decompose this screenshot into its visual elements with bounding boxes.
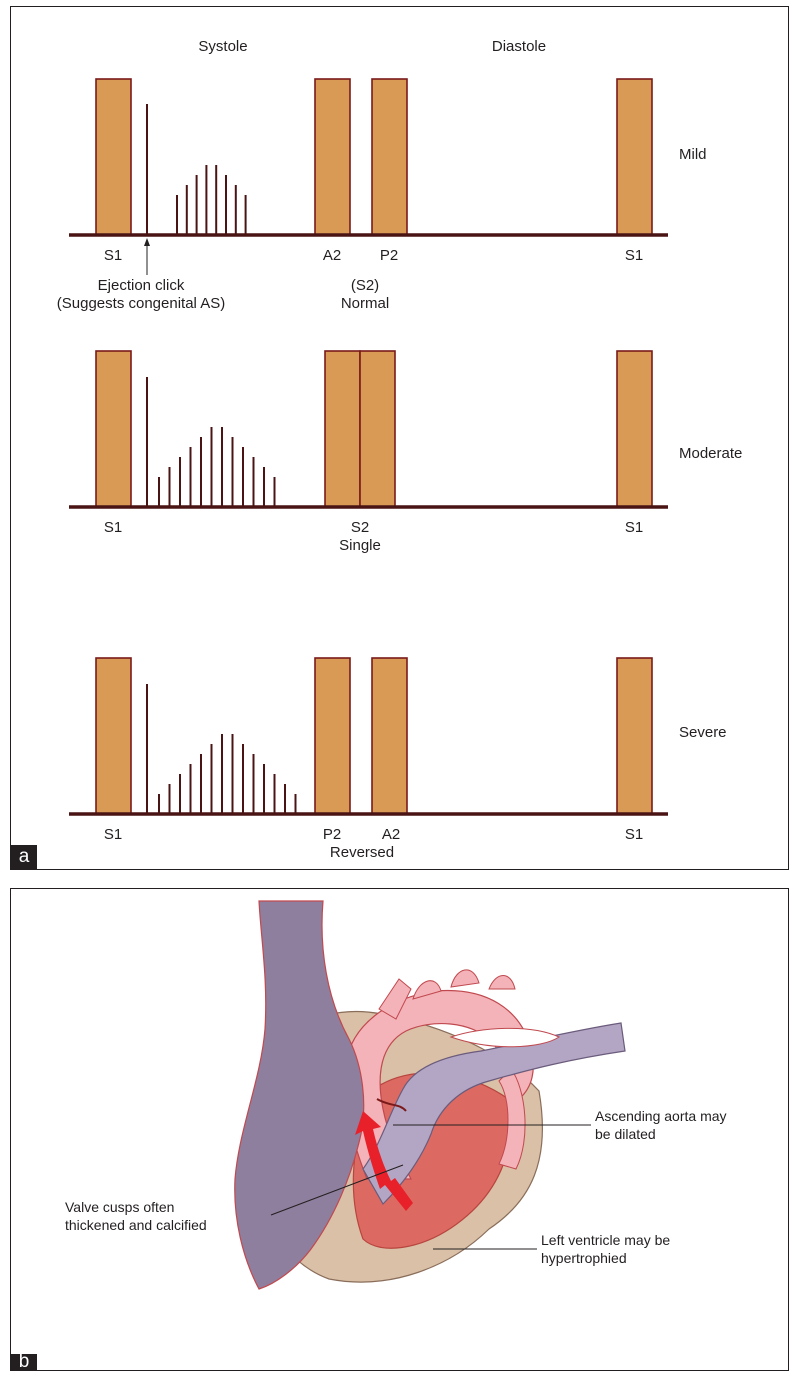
heart-anatomy-illustration: Ascending aorta may be dilated Left vent…: [65, 900, 727, 1290]
moderate-row: Moderate S1 S2 S1 Single: [69, 350, 742, 554]
a2-bar: [371, 657, 408, 815]
p2-label: P2: [380, 247, 398, 264]
mild-row: Mild S1 A2 P2 S1 Ejection click (Suggest…: [57, 78, 707, 312]
s1-label: S1: [625, 519, 643, 536]
ventricle-annotation-line2: hypertrophied: [541, 1250, 627, 1266]
s1-bar: [616, 350, 653, 508]
aorta-annotation-line2: be dilated: [595, 1126, 656, 1142]
a2-label: A2: [382, 826, 400, 843]
s2-note: Normal: [341, 295, 389, 312]
aorta-annotation: Ascending aorta may: [595, 1108, 727, 1124]
descending-aorta: [498, 1068, 526, 1170]
arch-branches: [378, 969, 516, 1020]
s1-label: S1: [104, 826, 122, 843]
p2-bar: [314, 657, 351, 815]
s1-bar: [95, 350, 132, 508]
ejection-click-arrowhead: [144, 238, 150, 246]
p2-label: P2: [323, 826, 341, 843]
valve-annotation-line2: thickened and calcified: [65, 1217, 207, 1233]
arch-inner-gap: [449, 1027, 561, 1048]
s2-note: Single: [339, 537, 381, 554]
valve-cusps: [376, 1098, 407, 1112]
ejection-click-note: (Suggests congenital AS): [57, 295, 225, 312]
diastole-label: Diastole: [492, 38, 546, 55]
panel-tag: a: [11, 845, 37, 869]
s1-bar: [616, 78, 653, 236]
s2-bar: [324, 350, 361, 508]
valve-leader-line: [270, 1164, 404, 1216]
heart-anatomy-panel: Ascending aorta may be dilated Left vent…: [10, 888, 789, 1371]
severe-row: Severe S1 P2 A2 S1 Reversed: [69, 657, 727, 861]
s1-bar: [616, 657, 653, 815]
severity-label: Moderate: [679, 445, 742, 462]
severity-label: Mild: [679, 146, 707, 163]
heart-sounds-diagram: Systole Diastole Mild S1 A2 P2 S1 Ejecti…: [57, 38, 743, 861]
systole-label: Systole: [198, 38, 247, 55]
a2-label: A2: [323, 247, 341, 264]
blood-flow-arrow: [355, 1111, 413, 1211]
s1-label: S1: [625, 247, 643, 264]
valve-annotation: Valve cusps often: [65, 1199, 174, 1215]
ejection-click-label: Ejection click: [98, 277, 185, 294]
s2-label: S2: [351, 519, 369, 536]
s1-bar: [95, 657, 132, 815]
s1-label: S1: [104, 519, 122, 536]
s2-note: Reversed: [330, 844, 394, 861]
s1-label: S1: [625, 826, 643, 843]
s2-label: (S2): [351, 277, 379, 294]
s1-bar: [95, 78, 132, 236]
a2-bar: [314, 78, 351, 236]
murmur-severe: [158, 734, 297, 814]
ventricle-annotation: Left ventricle may be: [541, 1232, 670, 1248]
aortic-arch: [344, 989, 534, 1180]
p2-bar: [371, 78, 408, 236]
pulmonary-trunk: [362, 1022, 626, 1205]
panel-tag: b: [11, 1352, 37, 1371]
s2-bar: [359, 350, 396, 508]
s1-label: S1: [104, 247, 122, 264]
heart-sounds-panel: Systole Diastole Mild S1 A2 P2 S1 Ejecti…: [10, 6, 789, 870]
severity-label: Severe: [679, 724, 727, 741]
murmur-moderate: [158, 427, 276, 507]
murmur-mild: [176, 165, 247, 235]
